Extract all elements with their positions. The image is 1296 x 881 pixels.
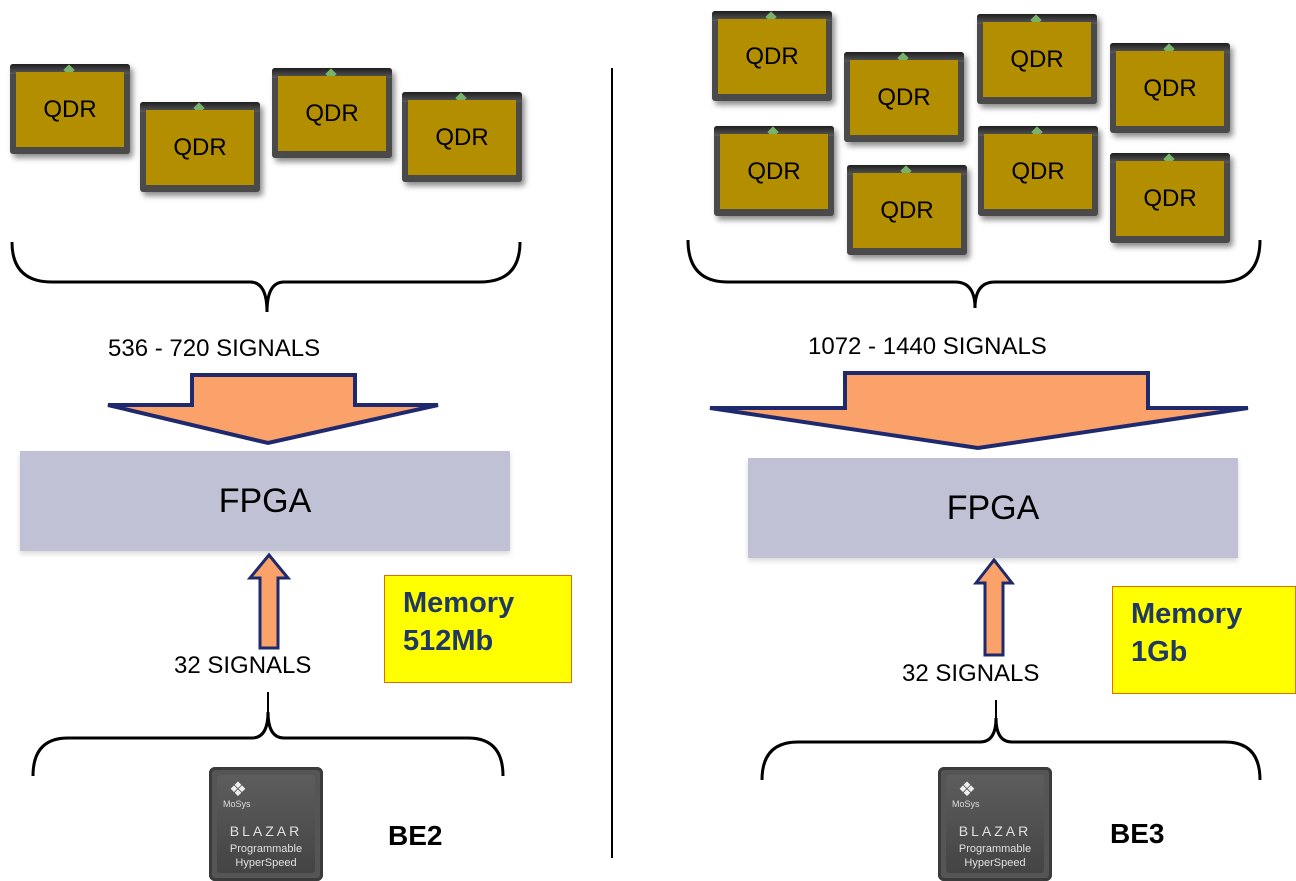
chip-brand: MoSys [952, 799, 980, 809]
qdr-label: QDR [853, 173, 961, 248]
left-qdr-brace [10, 241, 522, 313]
left-chip-arrow [246, 552, 292, 650]
right-fpga-block: FPGA [748, 458, 1238, 558]
blazar-chip-image: ❖ MoSys BLAZAR Programmable HyperSpeed [209, 767, 323, 881]
qdr-label: QDR [850, 60, 958, 135]
qdr-chip: QDR [844, 52, 964, 142]
fpga-label: FPGA [218, 481, 312, 520]
qdr-label: QDR [16, 72, 124, 147]
qdr-label: QDR [1116, 161, 1224, 236]
qdr-chip: QDR [1110, 43, 1230, 133]
blazar-chip-image: ❖ MoSys BLAZAR Programmable HyperSpeed [938, 767, 1052, 881]
qdr-chip: QDR [714, 126, 834, 216]
qdr-chip: QDR [977, 14, 1097, 104]
qdr-chip: QDR [402, 92, 522, 182]
qdr-chip: QDR [847, 165, 967, 255]
qdr-label: QDR [720, 134, 828, 209]
chip-line1: Programmable [229, 843, 303, 855]
qdr-label: QDR [984, 134, 1092, 209]
memory-size: 1Gb [1131, 636, 1188, 668]
left-memory-box: Memory 512Mb [384, 575, 572, 683]
right-bus-arrow [709, 371, 1249, 451]
right-qdr-brace [686, 239, 1262, 309]
qdr-chip: QDR [140, 102, 260, 192]
qdr-label: QDR [146, 110, 254, 185]
mosys-logo-icon: ❖ [958, 779, 976, 801]
left-board-label: BE2 [388, 820, 443, 851]
right-bus-signals-label: 1072 - 1440 SIGNALS [808, 333, 1047, 360]
left-chip-brace [31, 711, 505, 777]
qdr-chip: QDR [978, 126, 1098, 216]
right-memory-box: Memory 1Gb [1112, 586, 1296, 694]
qdr-chip: QDR [272, 68, 392, 158]
qdr-label: QDR [278, 76, 386, 151]
left-bus-signals-label: 536 - 720 SIGNALS [108, 335, 321, 362]
qdr-chip: QDR [1110, 153, 1230, 243]
qdr-chip: QDR [10, 64, 130, 154]
memory-size: 512Mb [403, 625, 494, 657]
qdr-chip: QDR [712, 11, 832, 101]
right-chip-signals-label: 32 SIGNALS [902, 660, 1040, 687]
left-chip-signals-label: 32 SIGNALS [174, 652, 312, 679]
memory-label: Memory [403, 587, 515, 619]
memory-label: Memory [1131, 598, 1243, 630]
chip-brand: MoSys [223, 799, 251, 809]
left-fpga-block: FPGA [20, 451, 510, 551]
qdr-label: QDR [1116, 51, 1224, 126]
left-bus-arrow [107, 373, 439, 446]
chip-line2: HyperSpeed [964, 857, 1026, 869]
chip-line1: Programmable [958, 843, 1032, 855]
fpga-label: FPGA [946, 488, 1040, 527]
qdr-label: QDR [718, 19, 826, 94]
right-chip-arrow [972, 557, 1016, 657]
chip-line2: HyperSpeed [235, 857, 297, 869]
qdr-label: QDR [408, 100, 516, 175]
right-board-label: BE3 [1110, 818, 1165, 849]
mosys-logo-icon: ❖ [229, 779, 247, 801]
right-chip-brace [760, 717, 1262, 781]
chip-name: BLAZAR [229, 823, 303, 839]
chip-name: BLAZAR [958, 823, 1032, 839]
qdr-label: QDR [983, 22, 1091, 97]
